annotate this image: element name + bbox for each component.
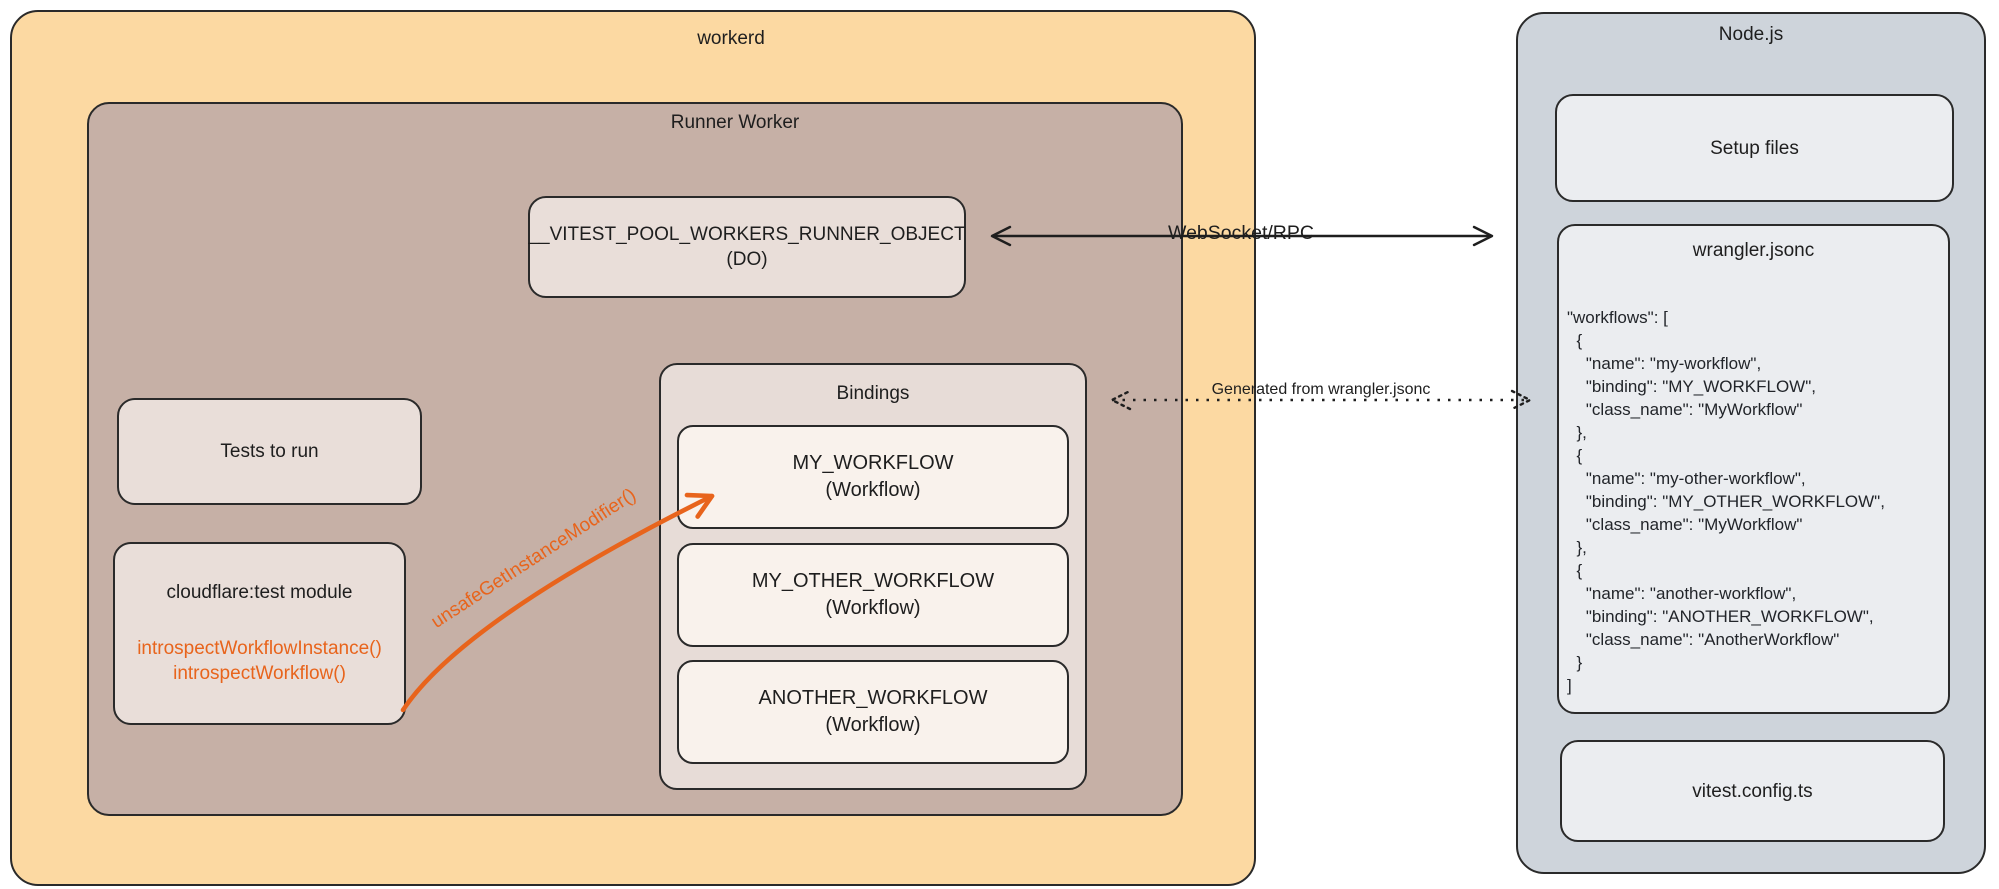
- runner-object-name: __VITEST_POOL_WORKERS_RUNNER_OBJECT: [528, 224, 966, 245]
- binding-name: MY_OTHER_WORKFLOW: [751, 570, 995, 592]
- binding-name: ANOTHER_WORKFLOW: [758, 687, 988, 709]
- bindings-title: Bindings: [836, 383, 910, 404]
- nodejs-container: Node.js Setup files wrangler.jsonc "work…: [1516, 12, 1986, 874]
- websocket-rpc-label: WebSocket/RPC: [1168, 222, 1314, 244]
- binding-type: (Workflow): [825, 479, 921, 501]
- setup-files-label: Setup files: [1710, 137, 1799, 159]
- bindings-box: Bindings MY_WORKFLOW (Workflow) MY_OTHER…: [659, 363, 1087, 790]
- setup-files-box: Setup files: [1555, 94, 1954, 202]
- wrangler-jsonc-code: "workflows": [ { "name": "my-workflow", …: [1567, 308, 1885, 695]
- binding-name: MY_WORKFLOW: [792, 452, 954, 474]
- nodejs-title: Node.js: [1718, 24, 1784, 45]
- config-bindings-label: Generated from wrangler.jsonc: [1211, 381, 1431, 398]
- introspect-workflow-instance-label: introspectWorkflowInstance(): [137, 638, 382, 659]
- runner-object-box: __VITEST_POOL_WORKERS_RUNNER_OBJECT (DO): [528, 196, 966, 298]
- binding-my-workflow: MY_WORKFLOW (Workflow): [677, 425, 1069, 529]
- binding-type: (Workflow): [825, 597, 921, 619]
- workerd-title: workerd: [697, 28, 765, 49]
- wrangler-jsonc-title: wrangler.jsonc: [1692, 240, 1815, 261]
- runner-object-subtitle: (DO): [726, 249, 768, 270]
- runner-worker-title: Runner Worker: [670, 112, 800, 133]
- vitest-config-label: vitest.config.ts: [1692, 780, 1813, 802]
- binding-my-other-workflow: MY_OTHER_WORKFLOW (Workflow): [677, 543, 1069, 647]
- introspect-workflow-label: introspectWorkflow(): [173, 663, 346, 684]
- wrangler-jsonc-box: wrangler.jsonc "workflows": [ { "name": …: [1557, 224, 1950, 714]
- tests-to-run-label: Tests to run: [220, 441, 319, 462]
- cloudflare-test-module-box: cloudflare:test module introspectWorkflo…: [113, 542, 406, 725]
- cloudflare-test-module-title: cloudflare:test module: [166, 582, 353, 603]
- binding-type: (Workflow): [825, 714, 921, 736]
- binding-another-workflow: ANOTHER_WORKFLOW (Workflow): [677, 660, 1069, 764]
- tests-to-run-box: Tests to run: [117, 398, 422, 505]
- vitest-config-box: vitest.config.ts: [1560, 740, 1945, 842]
